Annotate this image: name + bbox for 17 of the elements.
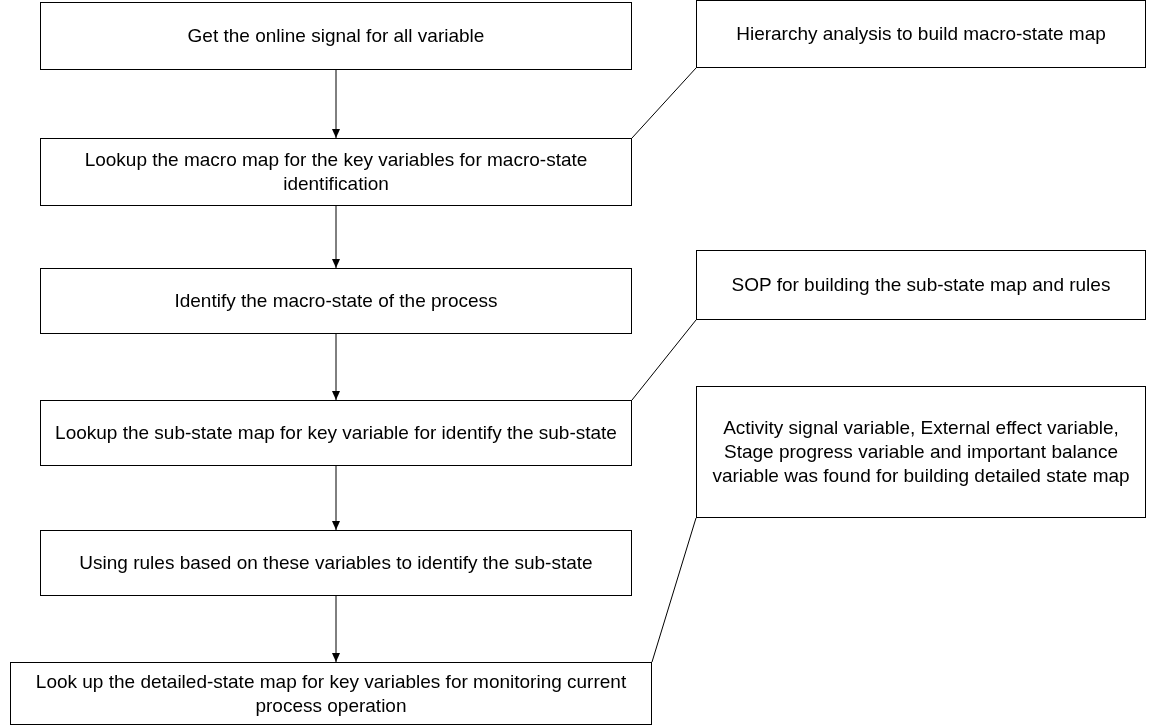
leader-line: [631, 319, 697, 401]
leader-line: [631, 67, 697, 139]
process-box: Lookup the sub-state map for key variable for identify the sub-state: [40, 400, 632, 466]
process-box: SOP for building the sub-state map and rules: [696, 250, 1146, 320]
leader-line: [651, 517, 697, 663]
arrow: [332, 465, 340, 531]
process-box: Using rules based on these variables to identify the sub-state: [40, 530, 632, 596]
arrow: [332, 205, 340, 269]
arrow: [332, 69, 340, 139]
process-box: Lookup the macro map for the key variables for macro-state identification: [40, 138, 632, 206]
process-box: Identify the macro-state of the process: [40, 268, 632, 334]
process-box: Hierarchy analysis to build macro-state map: [696, 0, 1146, 68]
process-box: Look up the detailed-state map for key variables for monitoring current process operation: [10, 662, 652, 725]
arrow: [332, 595, 340, 663]
arrow: [332, 333, 340, 401]
process-box: Activity signal variable, External effect variable, Stage progress variable and important balance variable was found for building detailed state map: [696, 386, 1146, 518]
process-box: Get the online signal for all variable: [40, 2, 632, 70]
